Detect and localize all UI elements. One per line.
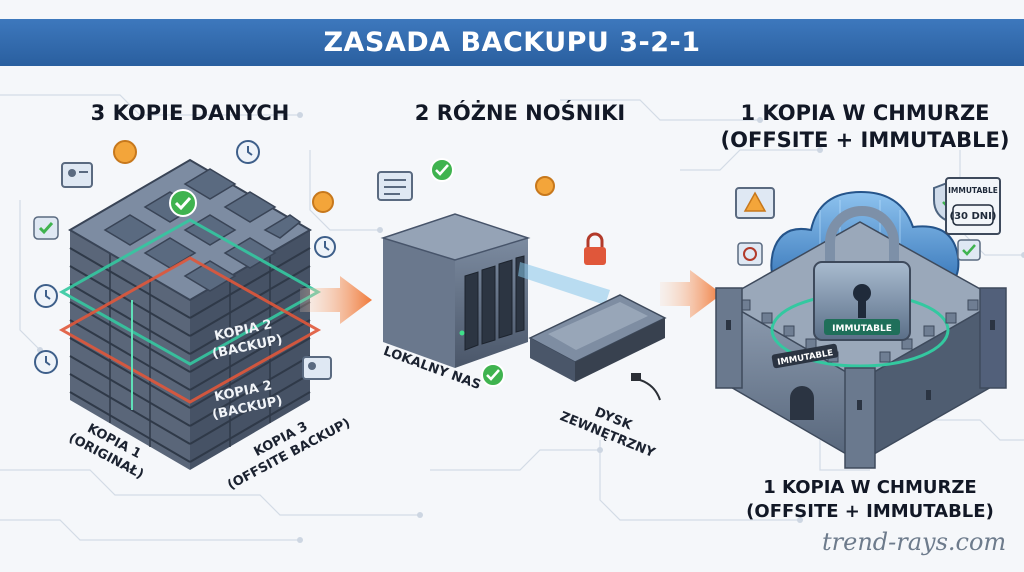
heading-1-cloud-line-2: (OFFSITE + IMMUTABLE) — [720, 128, 1010, 152]
immutable-card-days: (30 DNI) — [950, 211, 997, 222]
check-icon — [481, 363, 505, 387]
clock-icon — [314, 236, 336, 258]
page-title: ZASADA BACKUPU 3-2-1 — [323, 27, 701, 58]
heading-3-copies: 3 KOPIE DANYCH — [65, 100, 315, 127]
arrow-icon — [300, 276, 372, 324]
document-icon — [945, 177, 1001, 235]
heading-1-cloud-line-1: 1 KOPIA W CHMURZE — [740, 101, 990, 125]
usb-cable-icon — [631, 373, 661, 401]
coin-icon — [113, 140, 137, 164]
nas-device — [380, 213, 531, 368]
id-card-icon — [61, 162, 93, 188]
check-icon — [33, 216, 59, 240]
heading-3-copies-text: 3 KOPIE DANYCH — [90, 101, 290, 125]
warning-icon — [735, 187, 775, 219]
coin-icon — [535, 176, 555, 196]
data-beam — [518, 262, 610, 305]
title-bar: ZASADA BACKUPU 3-2-1 — [0, 19, 1024, 66]
padlock-icon — [737, 242, 763, 266]
fortress — [715, 221, 1007, 469]
check-icon — [430, 158, 454, 182]
immutable-badge: IMMUTABLE — [832, 324, 892, 334]
arrow-icon — [660, 270, 722, 318]
clock-icon — [34, 284, 58, 308]
check-icon — [169, 189, 197, 217]
heading-1-cloud: 1 KOPIA W CHMURZE (OFFSITE + IMMUTABLE) — [715, 100, 1015, 154]
external-disk — [528, 294, 667, 382]
clock-icon — [34, 350, 58, 374]
heading-2-media: 2 RÓŻNE NOŚNIKI — [395, 100, 645, 127]
immutable-card-title: IMMUTABLE — [948, 186, 998, 195]
heading-2-media-text: 2 RÓŻNE NOŚNIKI — [414, 101, 626, 125]
footer-1-cloud: 1 KOPIA W CHMURZE (OFFSITE + IMMUTABLE) — [735, 476, 1005, 524]
watermark: trend-rays.com — [822, 528, 1007, 556]
clock-icon — [236, 140, 260, 164]
footer-1-cloud-line-1: 1 KOPIA W CHMURZE — [763, 477, 977, 498]
id-card-icon — [302, 356, 332, 380]
padlock-icon — [584, 232, 606, 265]
coin-icon — [312, 191, 334, 213]
footer-1-cloud-line-2: (OFFSITE + IMMUTABLE) — [746, 501, 994, 522]
document-icon — [377, 171, 413, 201]
check-icon — [957, 239, 981, 261]
